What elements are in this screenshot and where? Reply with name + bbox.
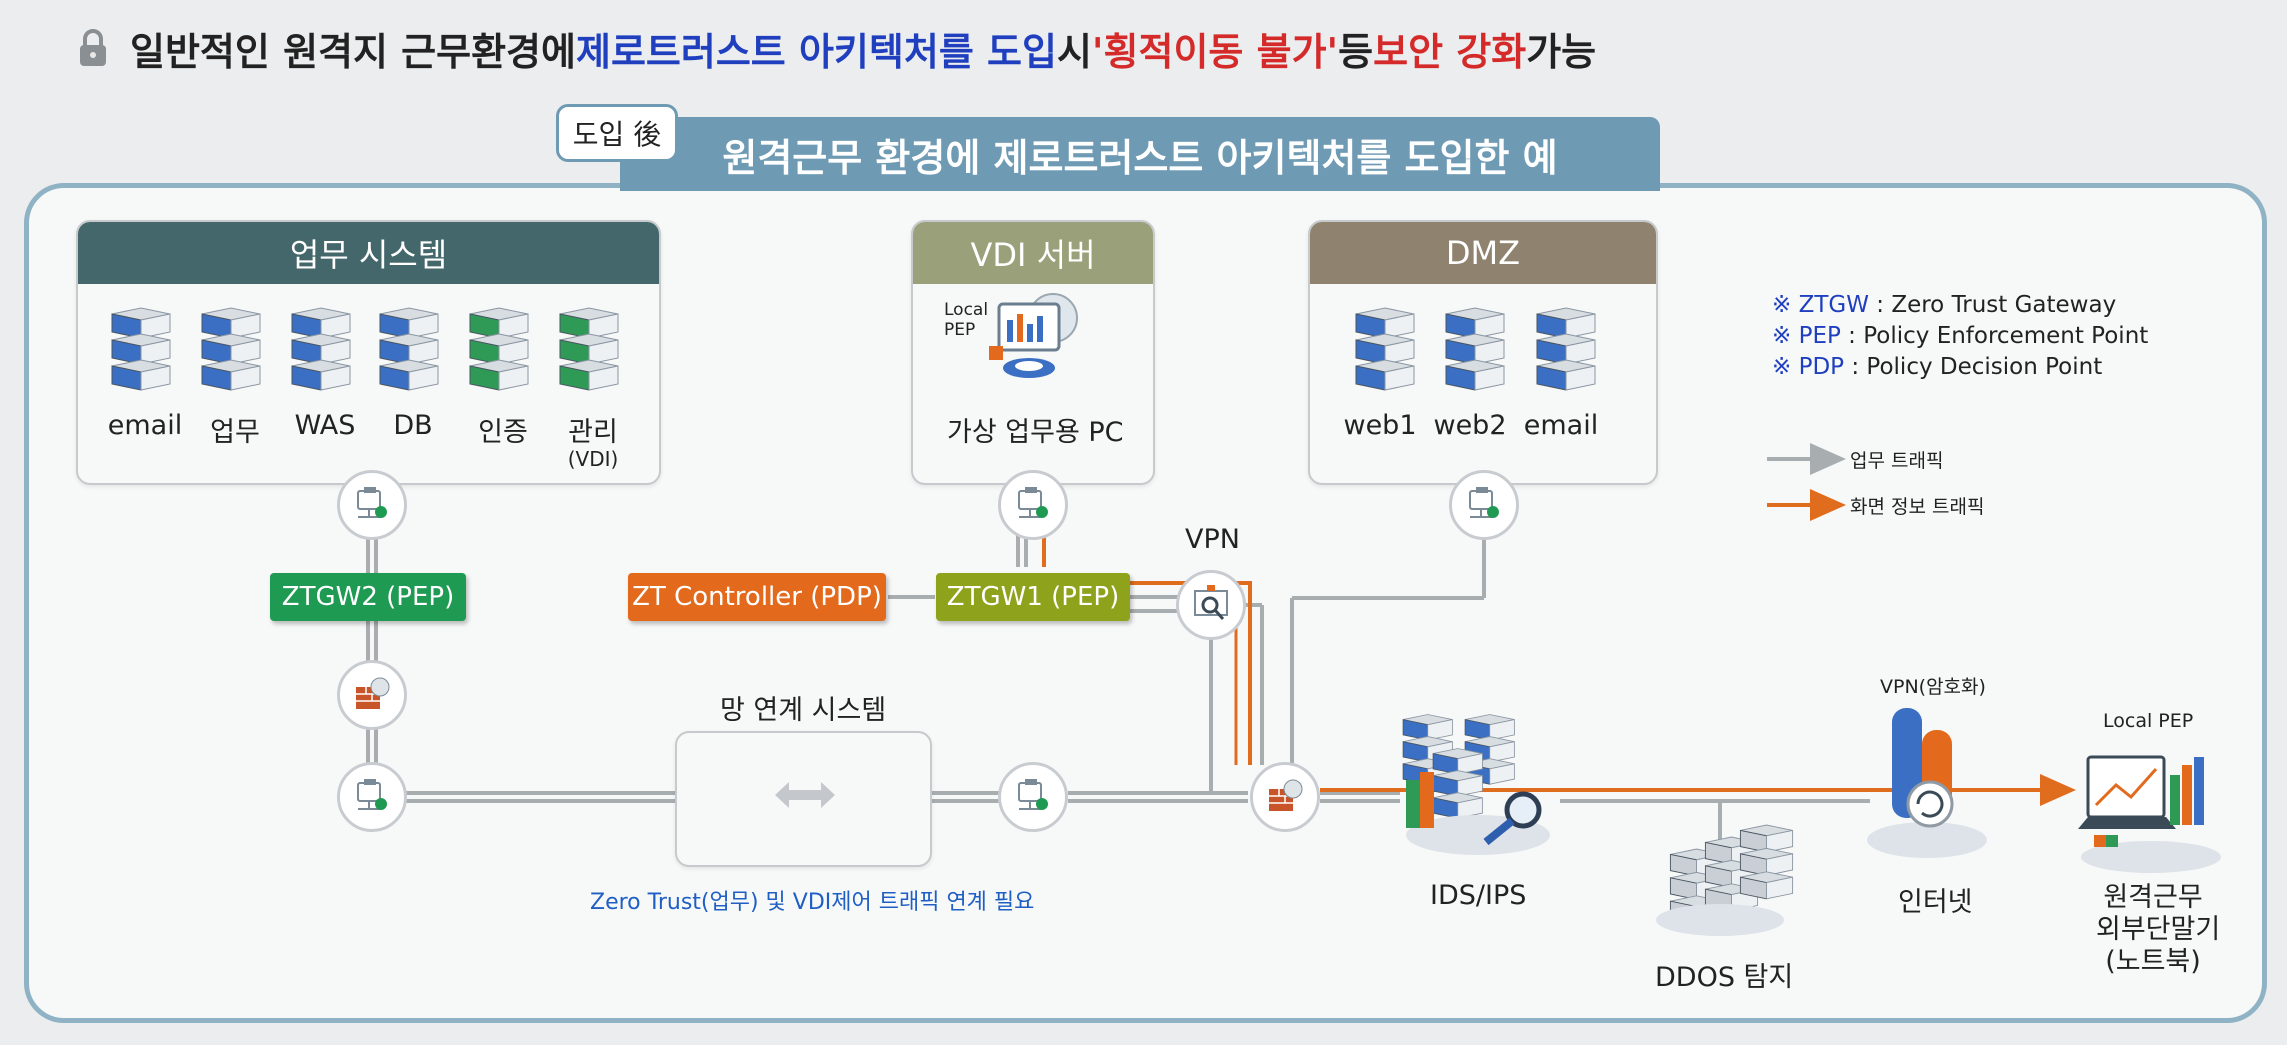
link-system-title: 망 연계 시스템 <box>720 695 887 726</box>
remote-local-pep-label: Local PEP <box>2103 710 2194 732</box>
remote-label-line1: 원격근무 <box>2103 882 2203 913</box>
gateway-node-icon <box>337 470 407 540</box>
server-note-vdi: (VDI) <box>567 447 619 471</box>
remote-label-line3: (노트북) <box>2105 946 2201 977</box>
dmz-server-email-icon <box>1536 307 1596 391</box>
headline-text-1: 일반적인 원격지 근무환경에 <box>130 29 576 74</box>
server-was-icon <box>291 307 351 391</box>
ddos-server-icon <box>1739 824 1794 900</box>
work-system-title: 업무 시스템 <box>78 222 659 284</box>
remote-device-label: 원격근무 외부단말기 (노트북) <box>2096 882 2221 978</box>
virtual-pc-label: 가상 업무용 PC <box>947 417 1124 448</box>
dmz-title: DMZ <box>1310 222 1656 284</box>
ids-server-icon <box>1432 748 1483 819</box>
internet-label: 인터넷 <box>1898 887 1973 918</box>
vdi-server-box: VDI 서버 <box>911 220 1155 485</box>
dmz-server-web2-icon <box>1445 307 1505 391</box>
zt-controller-pdp-tag: ZT Controller (PDP) <box>628 573 886 621</box>
vpn-encryption-label: VPN(암호화) <box>1880 676 1986 698</box>
headline-highlight-security: 보안 강화 <box>1373 29 1527 74</box>
server-label-work: 업무 <box>210 417 260 448</box>
dmz-server-web1-icon <box>1355 307 1415 391</box>
gateway-node-icon <box>998 470 1068 540</box>
gateway-node-icon <box>1449 470 1519 540</box>
server-manage-icon <box>559 307 619 391</box>
server-label-was: WAS <box>294 410 356 441</box>
server-email-icon <box>111 307 171 391</box>
server-label-auth: 인증 <box>478 417 528 448</box>
server-auth-icon <box>469 307 529 391</box>
headline-highlight-lateral: '횡적이동 불가' <box>1091 29 1339 74</box>
ids-ips-icon <box>1406 772 1550 855</box>
dmz-label-web1: web1 <box>1343 410 1417 441</box>
gateway-node-icon <box>998 762 1068 832</box>
ddos-label: DDOS 탐지 <box>1655 962 1794 993</box>
gateway-node-icon <box>337 762 407 832</box>
ddos-detection-icon <box>1656 904 1784 936</box>
dmz-label-email: email <box>1523 410 1599 441</box>
lock-icon <box>80 29 106 66</box>
link-system-note: Zero Trust(업무) 및 VDI제어 트래픽 연계 필요 <box>590 890 1035 915</box>
headline-text-2: 시 <box>1056 29 1092 74</box>
vdi-server-title: VDI 서버 <box>913 222 1153 284</box>
server-db-icon <box>379 307 439 391</box>
bidirectional-arrow-icon <box>775 782 835 808</box>
banner-title: 원격근무 환경에 제로트러스트 아키텍처를 도입한 예 <box>620 117 1660 191</box>
server-label-db: DB <box>393 410 433 441</box>
legend-screen-traffic: 화면 정보 트래픽 <box>1850 496 1985 518</box>
vpn-label: VPN <box>1185 524 1240 555</box>
dmz-label-web2: web2 <box>1433 410 1507 441</box>
firewall-icon <box>337 660 407 730</box>
ztgw2-pep-tag: ZTGW2 (PEP) <box>270 573 466 621</box>
server-label-email: email <box>107 410 183 441</box>
remote-label-line2: 외부단말기 <box>2096 914 2221 945</box>
vpn-search-icon <box>1176 570 1246 640</box>
headline-text-3: 등 <box>1338 29 1374 74</box>
laptop-icon <box>2078 755 2221 873</box>
internet-icon <box>1867 708 1987 858</box>
vdi-local-pep-label: Local PEP <box>944 300 989 340</box>
firewall-icon <box>1250 762 1320 832</box>
work-system-box: 업무 시스템 <box>76 220 661 485</box>
virtual-pc-icon <box>989 293 1078 378</box>
legend-pep: ※ PEP : Policy Enforcement Point <box>1772 323 2149 349</box>
server-work-icon <box>201 307 261 391</box>
server-label-manage: 관리 <box>568 417 618 448</box>
legend-work-traffic: 업무 트래픽 <box>1850 450 1944 472</box>
after-adoption-badge: 도입 後 <box>556 104 678 162</box>
headline: 일반적인 원격지 근무환경에 제로트러스트 아키텍처를 도입 시 '횡적이동 불… <box>78 18 1596 78</box>
headline-text-4: 가능 <box>1526 29 1597 74</box>
ids-ips-label: IDS/IPS <box>1430 880 1527 911</box>
legend-pdp: ※ PDP : Policy Decision Point <box>1772 354 2103 380</box>
legend-ztgw: ※ ZTGW : Zero Trust Gateway <box>1772 292 2117 318</box>
headline-highlight-zero-trust: 제로트러스트 아키텍처를 도입 <box>575 29 1057 74</box>
ztgw1-pep-tag: ZTGW1 (PEP) <box>936 573 1130 621</box>
